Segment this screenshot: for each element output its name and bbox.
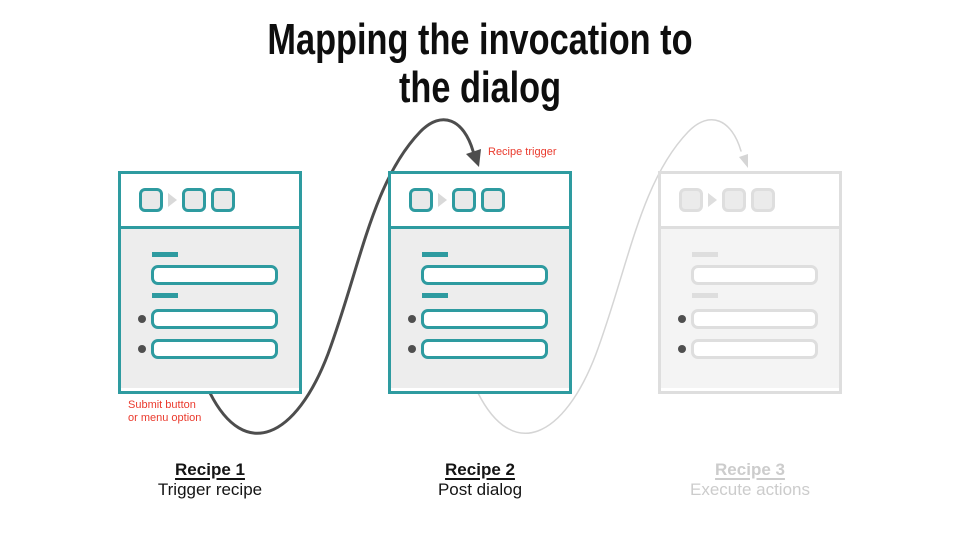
chevron-right-icon bbox=[708, 193, 717, 207]
chevron-right-icon bbox=[438, 193, 447, 207]
slide-title-line1: Mapping the invocation to bbox=[267, 15, 693, 64]
recipe-1-subtitle: Trigger recipe bbox=[157, 480, 263, 499]
arrowhead-recipe1-to-recipe2 bbox=[466, 149, 481, 167]
field-label-dash bbox=[692, 252, 718, 257]
step-square-icon bbox=[182, 188, 206, 212]
input-field bbox=[421, 265, 548, 285]
step-square-icon bbox=[751, 188, 775, 212]
arrowhead-recipe2-to-recipe3 bbox=[739, 154, 748, 168]
recipe-3-header bbox=[661, 174, 839, 229]
chevron-right-icon bbox=[168, 193, 177, 207]
input-field bbox=[691, 309, 818, 329]
recipe-2-subtitle: Post dialog bbox=[437, 480, 523, 499]
bullet-dot-icon bbox=[408, 345, 416, 353]
field-label-dash bbox=[422, 252, 448, 257]
recipe-1-card bbox=[118, 171, 302, 394]
step-square-icon bbox=[722, 188, 746, 212]
recipe-1-form bbox=[121, 229, 299, 388]
step-square-icon bbox=[211, 188, 235, 212]
recipe-1-header bbox=[121, 174, 299, 229]
input-field bbox=[421, 309, 548, 329]
submit-annotation-line1: Submit button bbox=[128, 399, 196, 411]
bullet-dot-icon bbox=[678, 315, 686, 323]
step-square-icon bbox=[139, 188, 163, 212]
input-field bbox=[421, 339, 548, 359]
recipe-3-subtitle: Execute actions bbox=[689, 480, 810, 499]
field-label-dash bbox=[152, 293, 178, 298]
input-field bbox=[691, 339, 818, 359]
input-field bbox=[151, 265, 278, 285]
recipe-2-form bbox=[391, 229, 569, 388]
bullet-dot-icon bbox=[138, 315, 146, 323]
recipe-3-label: Recipe 3 Execute actions bbox=[658, 460, 842, 500]
step-square-icon bbox=[452, 188, 476, 212]
input-field bbox=[691, 265, 818, 285]
slide-title-line2: the dialog bbox=[398, 63, 562, 112]
field-label-dash bbox=[692, 293, 718, 298]
step-square-icon bbox=[409, 188, 433, 212]
recipe-2-header bbox=[391, 174, 569, 229]
field-label-dash bbox=[152, 252, 178, 257]
submit-annotation-line2: or menu option bbox=[128, 412, 202, 424]
step-square-icon bbox=[679, 188, 703, 212]
recipe-1-name: Recipe 1 bbox=[175, 460, 245, 479]
step-square-icon bbox=[481, 188, 505, 212]
recipe-2-card bbox=[388, 171, 572, 394]
recipe-3-form bbox=[661, 229, 839, 388]
recipe-1-label: Recipe 1 Trigger recipe bbox=[118, 460, 302, 500]
bullet-dot-icon bbox=[138, 345, 146, 353]
recipe-3-card bbox=[658, 171, 842, 394]
bullet-dot-icon bbox=[678, 345, 686, 353]
recipe-3-name: Recipe 3 bbox=[715, 460, 785, 479]
recipe-2-name: Recipe 2 bbox=[445, 460, 515, 479]
bullet-dot-icon bbox=[408, 315, 416, 323]
recipe-trigger-annotation: Recipe trigger bbox=[488, 146, 557, 158]
recipe-2-label: Recipe 2 Post dialog bbox=[388, 460, 572, 500]
field-label-dash bbox=[422, 293, 448, 298]
input-field bbox=[151, 339, 278, 359]
input-field bbox=[151, 309, 278, 329]
